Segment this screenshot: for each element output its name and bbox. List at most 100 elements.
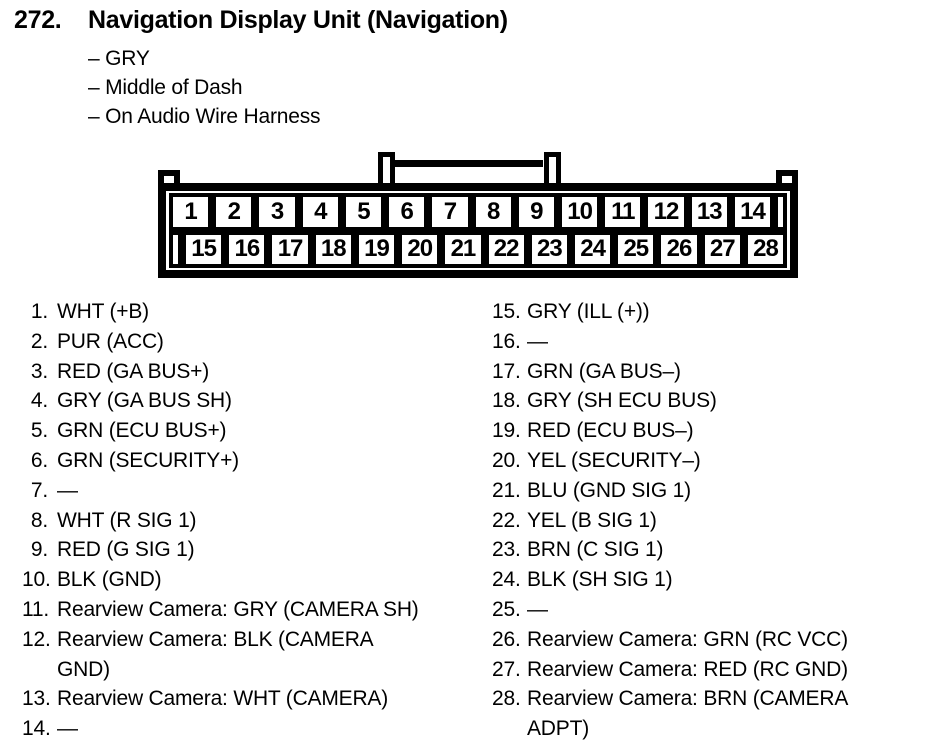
pin-number: 17. (492, 359, 521, 383)
pin-cell-7: 7 (428, 193, 472, 231)
pin-number: 20. (492, 448, 521, 472)
pin-label: — (527, 329, 548, 353)
pin-label: Rearview Camera: WHT (CAMERA) (57, 687, 389, 711)
pin-label: BLK (SH SIG 1) (527, 568, 673, 592)
pin-number: 8. (30, 508, 48, 532)
pin-label: WHT (R SIG 1) (57, 508, 197, 532)
pin-cell-14: 14 (730, 193, 775, 231)
pin-label: RED (ECU BUS–) (527, 419, 694, 443)
pin-cell-26: 26 (657, 230, 701, 268)
pin-label: Rearview Camera: BRN (CAMERA ADPT) (527, 687, 849, 741)
pin-cell-24: 24 (570, 230, 615, 268)
pin-number: 27. (492, 657, 521, 681)
pin-list-item-4: 4.GRY (GA BUS SH) (22, 386, 484, 416)
connector-info-list: – GRY – Middle of Dash – On Audio Wire H… (88, 44, 321, 131)
pin-list-item-22: 22.YEL (B SIG 1) (492, 506, 922, 536)
pin-list-item-14: 14.— (22, 714, 484, 744)
pin-number: 9. (30, 538, 48, 562)
pin-number: 3. (30, 359, 48, 383)
pin-list-item-6: 6.GRN (SECURITY+) (22, 446, 484, 476)
pin-label: GRY (SH ECU BUS) (527, 389, 717, 413)
pin-list-item-1: 1.WHT (+B) (22, 297, 484, 327)
pin-number: 10. (22, 568, 51, 592)
pin-number: 19. (492, 419, 521, 443)
latch-bar (395, 160, 543, 167)
pin-label: BLK (GND) (57, 568, 162, 592)
pin-list-item-15: 15. GRY (ILL (+)) (492, 297, 922, 327)
pin-label: GRN (ECU BUS+) (57, 419, 227, 443)
pin-number: 23. (492, 538, 521, 562)
pin-list-item-19: 19.RED (ECU BUS–) (492, 416, 922, 446)
pin-description-lists: 1.WHT (+B)2.PUR (ACC)3.RED (GA BUS+)4.GR… (0, 297, 928, 750)
pin-list-item-24: 24.BLK (SH SIG 1) (492, 565, 922, 595)
pin-cell-10: 10 (557, 193, 602, 231)
pin-list-item-3: 3.RED (GA BUS+) (22, 357, 484, 387)
pin-list-item-26: 26.Rearview Camera: GRN (RC VCC) (492, 625, 922, 655)
pin-label: GRY (ILL (+)) (527, 300, 650, 323)
pin-list-item-7: 7. — (22, 476, 484, 506)
pin-number: 2. (30, 329, 48, 353)
pin-cell-27: 27 (700, 230, 744, 268)
pin-cell-17: 17 (268, 230, 312, 268)
pin-label: GRN (GA BUS–) (527, 359, 681, 383)
pin-label: WHT (+B) (57, 300, 149, 323)
pin-number: 11. (22, 597, 50, 621)
pin-label: RED (G SIG 1) (57, 538, 195, 562)
pin-list-item-5: 5. GRN (ECU BUS+) (22, 416, 484, 446)
page-title: Navigation Display Unit (Navigation) (88, 6, 508, 34)
pin-label: — (57, 717, 78, 741)
pin-cell-5: 5 (341, 193, 386, 231)
pin-list-item-25: 25.— (492, 595, 922, 625)
section-number: 272. (14, 6, 62, 34)
pin-number: 21. (492, 478, 521, 502)
pin-label: Rearview Camera: GRN (RC VCC) (527, 627, 848, 651)
pin-list-item-16: 16.— (492, 327, 922, 357)
pin-cell-9: 9 (514, 193, 558, 231)
pin-list-item-21: 21.BLU (GND SIG 1) (492, 476, 922, 506)
connector-color-line: – GRY (88, 47, 150, 70)
pin-cell-18: 18 (311, 230, 355, 268)
pin-label: YEL (SECURITY–) (527, 448, 701, 472)
pin-list-item-11: 11.Rearview Camera: GRY (CAMERA SH) (22, 595, 484, 625)
pin-list-item-20: 20.YEL (SECURITY–) (492, 446, 922, 476)
pin-list-item-13: 13.Rearview Camera: WHT (CAMERA) (22, 684, 484, 714)
pin-label: GRN (SECURITY+) (57, 448, 239, 472)
pin-label: — (527, 597, 548, 621)
pin-number: 15. (492, 300, 521, 323)
pin-cell-1: 1 (169, 193, 213, 231)
pin-list-item-17: 17.GRN (GA BUS–) (492, 357, 922, 387)
pin-list-item-18: 18.GRY (SH ECU BUS) (492, 386, 922, 416)
connector-location-line: – Middle of Dash (88, 76, 243, 99)
pin-number: 24. (492, 568, 521, 592)
pin-cell-28: 28 (743, 230, 788, 268)
pin-list-item-10: 10.BLK (GND) (22, 565, 484, 595)
pin-label: BRN (C SIG 1) (527, 538, 664, 562)
pin-cell-13: 13 (687, 193, 731, 231)
pin-cell-25: 25 (614, 230, 658, 268)
pin-cell-22: 22 (484, 230, 528, 268)
pin-cell-20: 20 (398, 230, 442, 268)
connector-harness-line: – On Audio Wire Harness (88, 105, 321, 128)
pin-label: — (57, 478, 78, 502)
section-heading: 272. Navigation Display Unit (Navigation… (14, 6, 508, 35)
pin-list-item-9: 9. RED (G SIG 1) (22, 535, 484, 565)
pin-number: 4. (30, 389, 48, 413)
pin-cell-19: 19 (354, 230, 399, 268)
pin-number: 22. (492, 508, 521, 532)
pin-cell-23: 23 (527, 230, 571, 268)
pin-label: Rearview Camera: BLK (CAMERA GND) (57, 627, 374, 681)
pin-list-item-2: 2.PUR (ACC) (22, 327, 484, 357)
pin-number: 26. (492, 627, 521, 651)
pin-list-item-28: 28.Rearview Camera: BRN (CAMERA ADPT) (492, 684, 922, 744)
pin-cell-21: 21 (441, 230, 485, 268)
pin-cell-2: 2 (212, 193, 256, 231)
pin-number: 5. (30, 419, 48, 443)
pin-number: 25. (492, 597, 521, 621)
pin-cell-16: 16 (225, 230, 269, 268)
pin-label: BLU (GND SIG 1) (527, 478, 691, 502)
pin-number: 7. (30, 478, 48, 502)
